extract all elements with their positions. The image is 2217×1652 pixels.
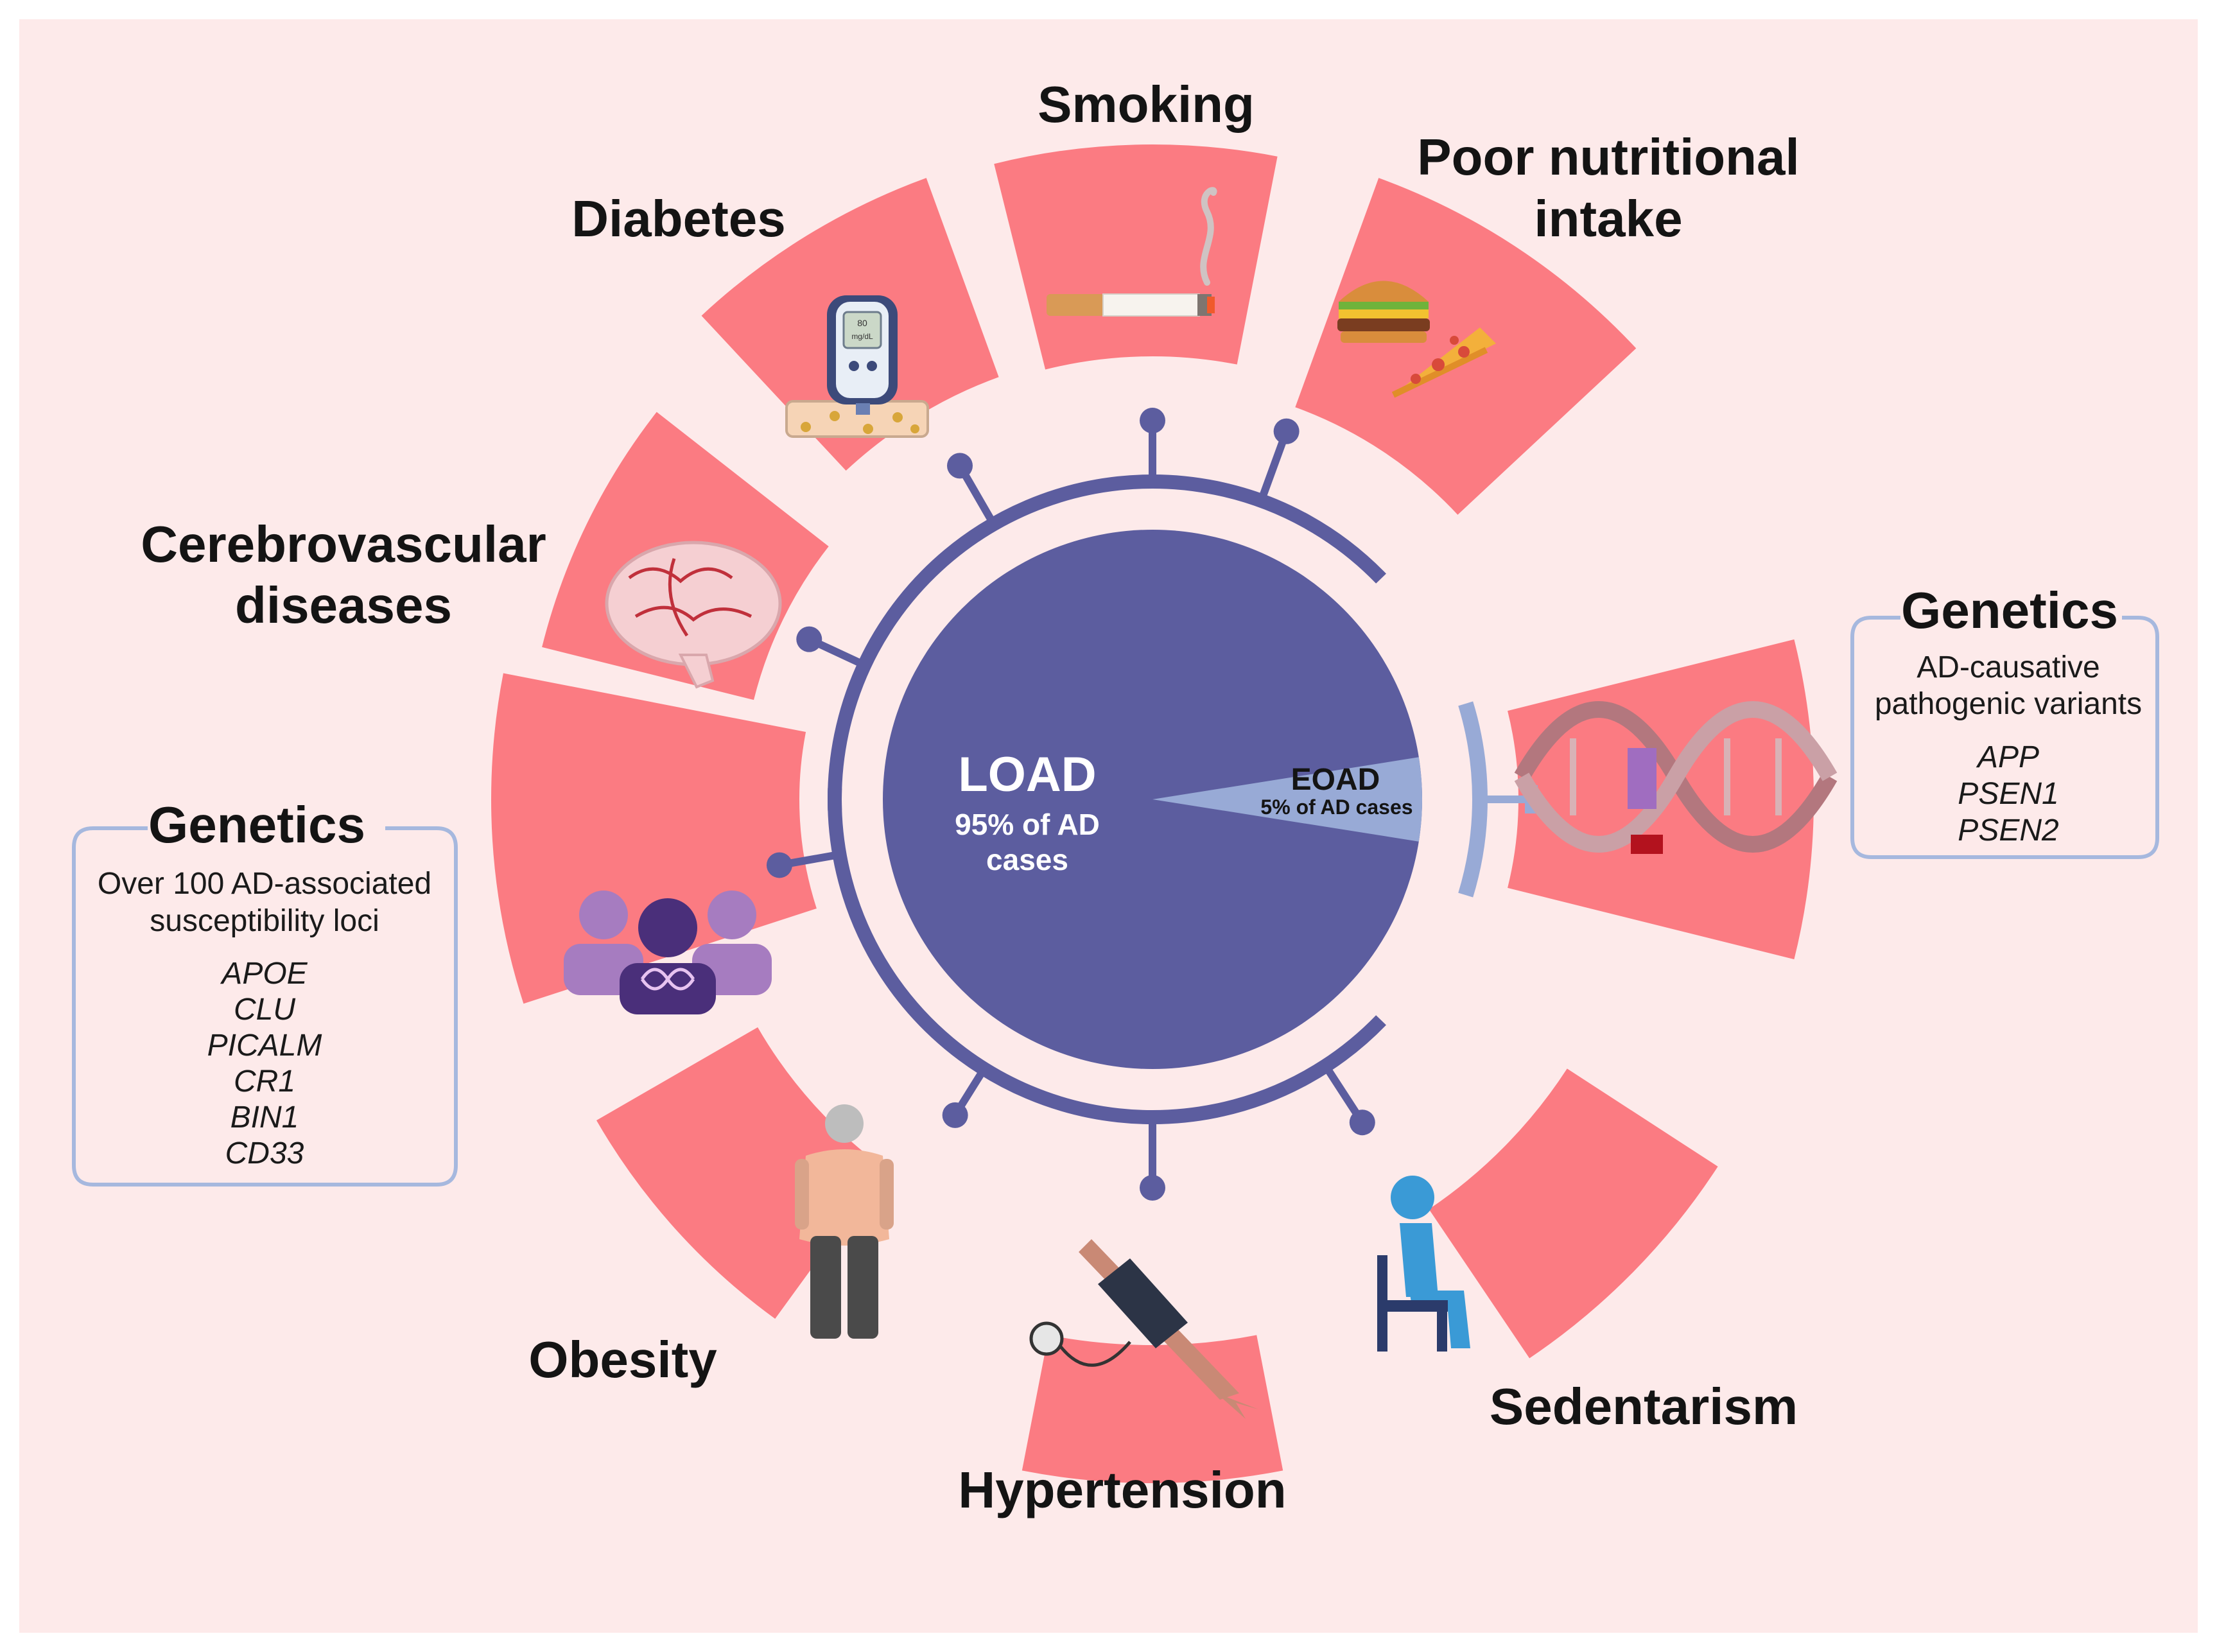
people-dna-icon	[564, 891, 772, 1014]
connector-sedentarism-dot	[1349, 1109, 1375, 1136]
gene-bin1: BIN1	[230, 1100, 299, 1135]
label-hypertension: Hypertension	[958, 1461, 1286, 1518]
connector-cerebrovascular-dot	[796, 626, 822, 652]
eoad-label: EOAD	[1291, 763, 1380, 797]
genetics-right-line1: AD-causative	[1917, 650, 2100, 684]
sector-sedentarism	[1429, 1068, 1718, 1359]
genetics-left-line1: Over 100 AD-associated	[98, 867, 431, 901]
gene-psen1: PSEN1	[1958, 777, 2058, 811]
glucometer-unit: mg/dL	[851, 332, 873, 341]
dna-helix-icon	[1514, 701, 1838, 854]
load-label: LOAD	[958, 747, 1096, 802]
load-ring	[766, 408, 1538, 1201]
connector-diabetes-dot	[947, 453, 973, 479]
upper-arc	[828, 474, 1386, 811]
genetics-right-line2: pathogenic variants	[1875, 687, 2142, 721]
genetics-left-title: Genetics	[148, 796, 365, 853]
label-sedentarism: Sedentarism	[1490, 1378, 1798, 1435]
label-cerebrovascular-2: diseases	[235, 577, 452, 634]
blood-pressure-cuff-icon	[1029, 1239, 1258, 1419]
gene-picalm: PICALM	[207, 1029, 322, 1063]
load-percent-line1: 95% of AD	[955, 808, 1100, 841]
glucometer-icon: 80 mg/dL	[785, 295, 929, 438]
connector-poor-nutrition-dot	[1273, 418, 1300, 444]
label-smoking: Smoking	[1038, 76, 1255, 133]
eoad-percent: 5% of AD cases	[1260, 796, 1413, 819]
obese-person-icon	[795, 1104, 894, 1339]
genetics-right-box: Genetics AD-causative pathogenic variant…	[1850, 582, 2159, 859]
genetics-left-box: Genetics Over 100 AD-associated suscepti…	[72, 796, 458, 1187]
seated-person-icon	[1377, 1176, 1470, 1352]
brain-icon	[605, 541, 782, 689]
lower-arc	[828, 788, 1386, 1124]
genetics-left-line2: susceptibility loci	[150, 904, 379, 938]
burger-pizza-icon	[1337, 281, 1496, 398]
gene-app: APP	[1976, 740, 2039, 774]
label-poor-nutrition-2: intake	[1534, 190, 1682, 247]
load-percent-line2: cases	[986, 843, 1068, 876]
eoad-slice	[1152, 757, 1422, 842]
label-poor-nutrition-1: Poor nutritional	[1417, 128, 1800, 186]
eoad-arc	[1458, 701, 1488, 898]
glucometer-reading: 80	[857, 318, 867, 328]
gene-clu: CLU	[234, 993, 295, 1027]
genetics-right-title: Genetics	[1901, 582, 2118, 639]
gene-psen2: PSEN2	[1958, 813, 2058, 848]
label-obesity: Obesity	[528, 1331, 717, 1388]
gene-apoe: APOE	[220, 957, 308, 991]
connector-genetic-susceptibility-dot	[766, 852, 792, 878]
gene-cd33: CD33	[225, 1136, 304, 1170]
cigarette-icon	[1047, 187, 1217, 317]
gene-cr1: CR1	[234, 1065, 295, 1099]
connector-smoking-dot	[1140, 408, 1165, 433]
label-cerebrovascular-1: Cerebrovascular	[141, 516, 546, 573]
connector-hypertension-dot	[1140, 1175, 1165, 1201]
connector-obesity-dot	[942, 1102, 968, 1128]
label-diabetes: Diabetes	[571, 190, 785, 247]
